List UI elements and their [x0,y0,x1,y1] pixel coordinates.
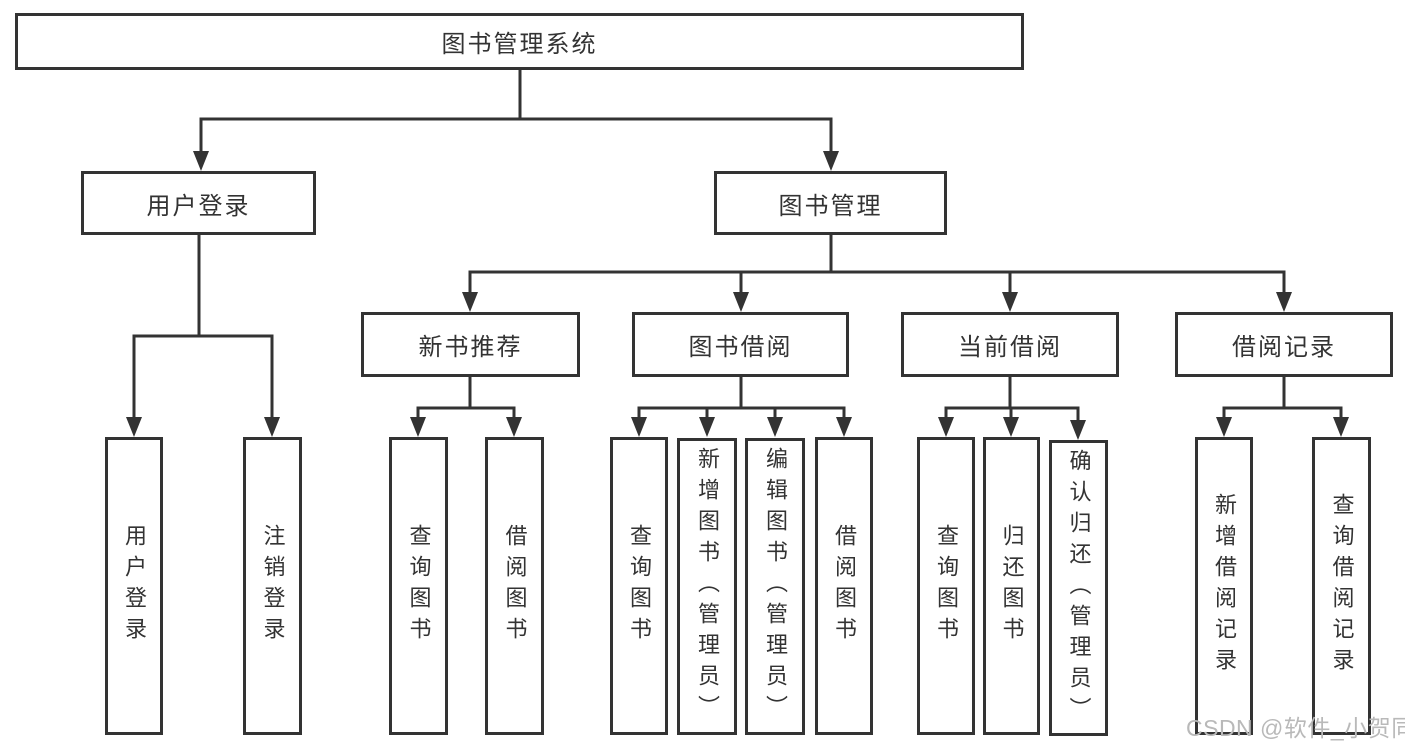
node-label: 用户登录 [146,192,251,220]
leaf-br-query-record: 查询借阅记录 [1312,437,1371,735]
node-label: 编辑图书（管理员） [763,447,788,726]
leaf-br-add-record: 新增借阅记录 [1195,437,1253,735]
node-label: 新书推荐 [418,334,523,361]
node-borrow-records: 借阅记录 [1175,312,1393,377]
node-label: 归还图书 [999,524,1025,648]
node-label: 图书管理 [778,192,883,220]
node-book-borrow: 图书借阅 [632,312,849,377]
node-label: 查询图书 [406,524,432,648]
leaf-logout: 注销登录 [243,437,302,735]
node-current-borrow: 当前借阅 [901,312,1119,377]
node-label: 借阅记录 [1232,334,1336,361]
node-label: 借阅图书 [502,524,528,648]
node-book-management: 图书管理 [714,171,947,235]
leaf-cb-return-books: 归还图书 [983,437,1040,735]
leaf-bb-add-books-admin: 新增图书（管理员） [677,438,737,735]
node-label: 查询借阅记录 [1329,493,1355,679]
node-label: 确认归还（管理员） [1066,448,1092,728]
leaf-bb-edit-books-admin: 编辑图书（管理员） [745,438,805,735]
node-label: 借阅图书 [832,524,857,648]
leaf-user-login: 用户登录 [105,437,163,735]
csdn-watermark: CSDN @软件_小贺同学 [1186,715,1405,741]
node-label: 查询图书 [934,524,959,648]
leaf-bb-borrow-books: 借阅图书 [815,437,873,735]
leaf-cb-query-books: 查询图书 [917,437,975,735]
node-label: 查询图书 [627,524,652,648]
node-label: 用户登录 [122,524,147,648]
node-new-book-recommend: 新书推荐 [361,312,580,377]
node-user-login-group: 用户登录 [81,171,316,235]
node-label: 图书借阅 [688,334,793,361]
leaf-cb-confirm-return-admin: 确认归还（管理员） [1049,440,1108,736]
leaf-bb-query-books: 查询图书 [610,437,668,735]
leaf-nbr-borrow-books: 借阅图书 [485,437,544,735]
node-label: 当前借阅 [958,334,1062,361]
leaf-nbr-query-books: 查询图书 [389,437,448,735]
node-root: 图书管理系统 [15,13,1024,70]
node-label: 新增借阅记录 [1212,493,1237,679]
node-label: 注销登录 [260,524,286,648]
node-label: 新增图书（管理员） [695,447,720,726]
node-label: 图书管理系统 [441,31,598,58]
